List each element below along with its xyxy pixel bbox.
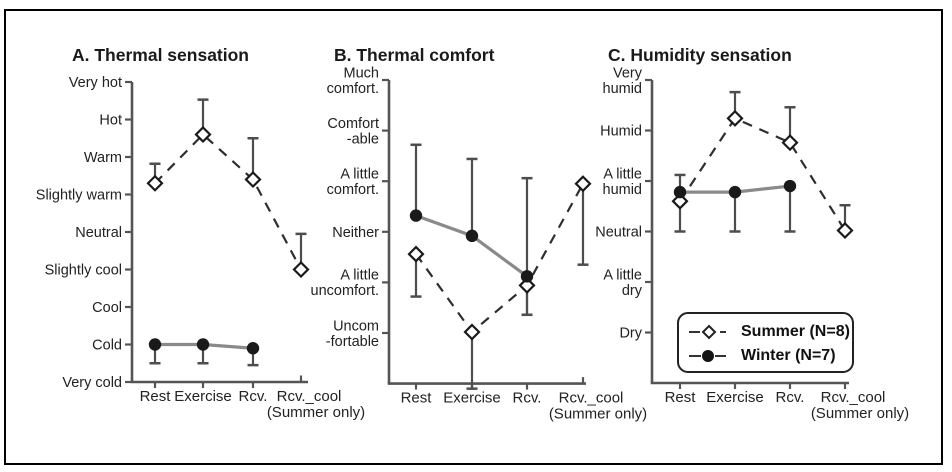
summer-data-point (574, 175, 592, 193)
x-category-label: Rcv. (513, 390, 542, 407)
y-tick-label: Neutral (75, 225, 122, 241)
summer-data-point (407, 245, 425, 263)
y-tick-label: Comfort-able (327, 116, 379, 148)
x-category-label: Rest (665, 389, 697, 406)
x-category-label: Rest (140, 388, 172, 405)
legend-summer-label: Summer (N=8) (741, 323, 850, 340)
x-category-label: Rcv. (239, 388, 268, 405)
summer-data-point (726, 109, 744, 127)
y-tick-label: Warm (84, 150, 122, 166)
winter-data-point (520, 270, 534, 283)
winter-data-point (246, 342, 260, 355)
summer-series-line (154, 132, 302, 271)
x-category-label: Rest (401, 390, 433, 407)
y-tick-label: Cold (92, 338, 122, 354)
summer-series-line (415, 183, 584, 334)
x-category-label: Rcv._cool (277, 388, 342, 405)
legend-item-summer: Summer (N=8) (688, 320, 852, 344)
summer-data-point (146, 174, 164, 192)
summer-marker-icon (689, 324, 726, 340)
winter-data-point (783, 179, 797, 193)
summer-data-point (518, 276, 536, 294)
x-category-label: Rcv. (776, 389, 805, 406)
x-category-label: Rcv._cool (559, 390, 624, 407)
x-category-label: Exercise (706, 389, 764, 406)
y-tick-label: Slightly cool (45, 263, 122, 279)
panel-b-title: B. Thermal comfort (334, 45, 495, 65)
y-tick-label: Very cold (62, 375, 122, 391)
winter-data-point (728, 185, 742, 199)
winter-data-point (148, 338, 162, 351)
x-category-note: (Summer only) (267, 404, 365, 421)
x-category-label: Rcv._cool (821, 389, 886, 406)
x-category-note: (Summer only) (811, 405, 909, 422)
x-category-note: (Summer only) (549, 406, 647, 423)
summer-series-line (679, 116, 846, 232)
y-tick-label: Dry (619, 326, 642, 342)
summer-data-point (781, 134, 799, 152)
summer-data-point (292, 260, 310, 279)
legend: Summer (N=8) Winter (N=7) (677, 312, 854, 373)
y-tick-label: Neither (332, 225, 379, 241)
panel-a-title: A. Thermal sensation (72, 45, 249, 65)
winter-data-point (196, 338, 210, 351)
winter-marker-icon (689, 350, 726, 362)
summer-data-point (671, 192, 689, 210)
summer-data-point (836, 221, 854, 240)
y-tick-label: Hot (99, 113, 122, 129)
winter-data-point (673, 185, 687, 199)
winter-data-point (465, 229, 479, 243)
legend-item-winter: Winter (N=7) (688, 344, 852, 368)
y-tick-label: Humid (600, 124, 642, 140)
y-tick-label: Very hot (69, 75, 122, 91)
panel-c-title: C. Humidity sensation (608, 45, 792, 65)
y-tick-label: Uncom-fortable (326, 318, 379, 350)
y-tick-label: Slightly warm (36, 188, 122, 204)
summer-data-point (194, 125, 212, 144)
x-category-label: Exercise (443, 390, 501, 407)
figure-border (4, 9, 943, 465)
y-tick-label: Cool (92, 300, 122, 316)
winter-data-point (409, 209, 423, 222)
summer-data-point (463, 323, 481, 341)
legend-winter-label: Winter (N=7) (741, 347, 836, 364)
summer-data-point (244, 170, 262, 189)
y-tick-label: Neutral (595, 225, 642, 241)
x-category-label: Exercise (174, 388, 232, 405)
